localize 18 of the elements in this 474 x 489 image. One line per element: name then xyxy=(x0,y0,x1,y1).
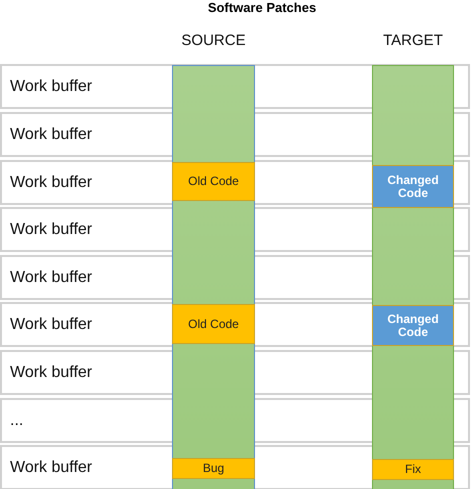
code-block: Fix xyxy=(372,459,454,480)
code-block: Changed Code xyxy=(372,165,454,208)
column-heading: TARGET xyxy=(383,32,443,49)
code-block: Old Code xyxy=(172,162,255,201)
column-heading: SOURCE xyxy=(181,32,246,49)
code-block: Old Code xyxy=(172,304,255,344)
row-label: Work buffer xyxy=(10,458,92,476)
row-label: Work buffer xyxy=(10,126,92,144)
row-label: ... xyxy=(10,412,24,430)
row-label: Work buffer xyxy=(10,220,92,238)
row-label: Work buffer xyxy=(10,316,92,334)
diagram-title: Software Patches xyxy=(208,0,316,15)
row-label: Work buffer xyxy=(10,174,92,192)
code-block: Bug xyxy=(172,458,255,479)
row-label: Work buffer xyxy=(10,78,92,96)
row-label: Work buffer xyxy=(10,268,92,286)
code-block: Changed Code xyxy=(372,305,454,346)
row-label: Work buffer xyxy=(10,364,92,382)
